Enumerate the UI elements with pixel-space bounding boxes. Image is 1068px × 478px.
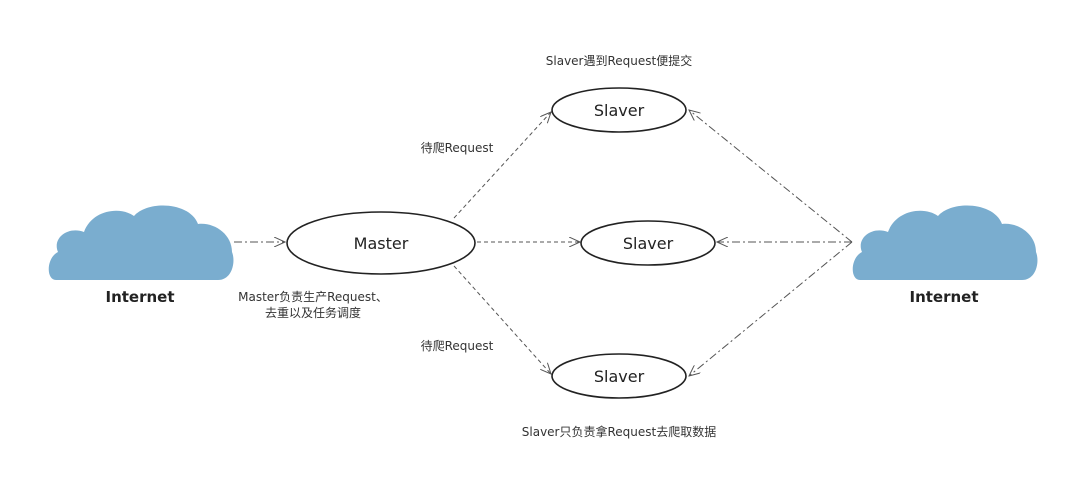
slaver-node-top bbox=[551, 87, 687, 133]
slaver-top-label: Slaver bbox=[594, 101, 645, 120]
note-top: Slaver遇到Request便提交 bbox=[546, 53, 692, 68]
edge-master-to-slaver-top bbox=[453, 112, 551, 219]
note-bottom: Slaver只负责拿Request去爬取数据 bbox=[522, 424, 716, 439]
note-master-line2: 去重以及任务调度 bbox=[265, 305, 361, 320]
slaver-bottom-label: Slaver bbox=[594, 367, 645, 386]
cloud-left-icon bbox=[48, 205, 234, 280]
note-upper-edge: 待爬Request bbox=[421, 141, 494, 155]
slaver-node-bottom bbox=[551, 353, 687, 399]
slaver-node-mid bbox=[580, 220, 716, 266]
master-node bbox=[286, 211, 476, 275]
cloud-right-label: Internet bbox=[909, 288, 978, 306]
edge-internet-to-slaver-top bbox=[689, 110, 853, 243]
edge-internet-to-slaver-bottom bbox=[689, 241, 853, 376]
cloud-left-label: Internet bbox=[105, 288, 174, 306]
master-label: Master bbox=[354, 234, 409, 253]
slaver-mid-label: Slaver bbox=[623, 234, 674, 253]
note-master-line1: Master负责生产Request、 bbox=[238, 290, 388, 304]
cloud-right-icon bbox=[852, 205, 1038, 280]
edge-master-to-slaver-bottom bbox=[453, 265, 551, 374]
note-lower-edge: 待爬Request bbox=[421, 339, 494, 353]
